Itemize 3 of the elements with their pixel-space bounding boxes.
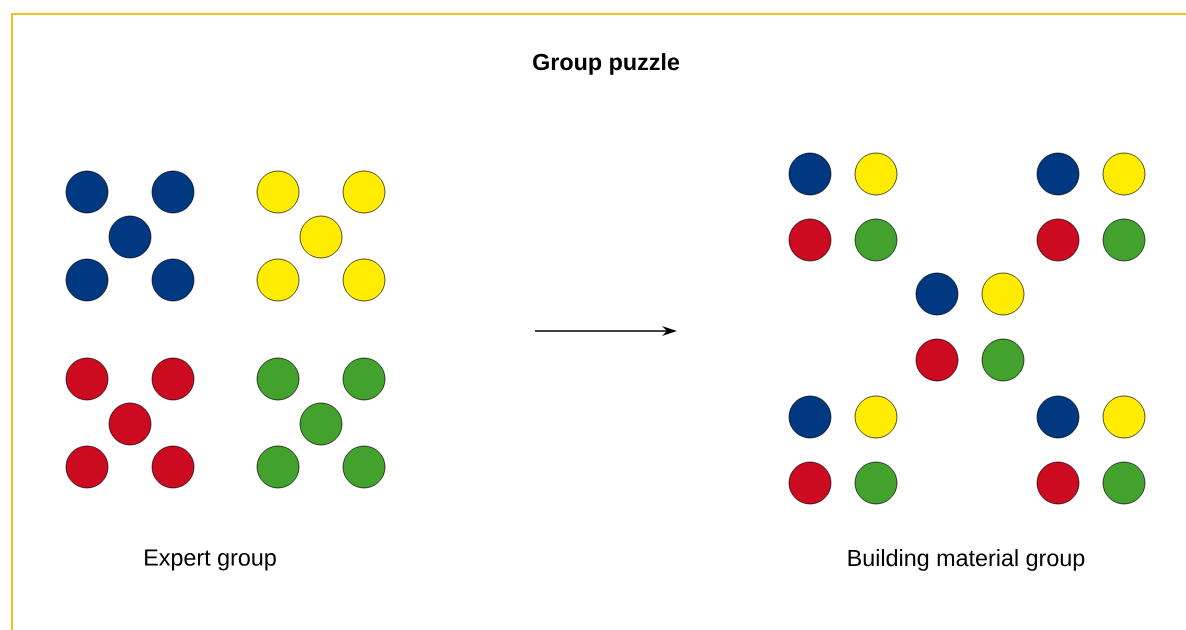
title: Group puzzle — [533, 53, 680, 75]
group-label: Expert group — [145, 549, 276, 571]
group-label: Building material group — [848, 549, 1085, 571]
